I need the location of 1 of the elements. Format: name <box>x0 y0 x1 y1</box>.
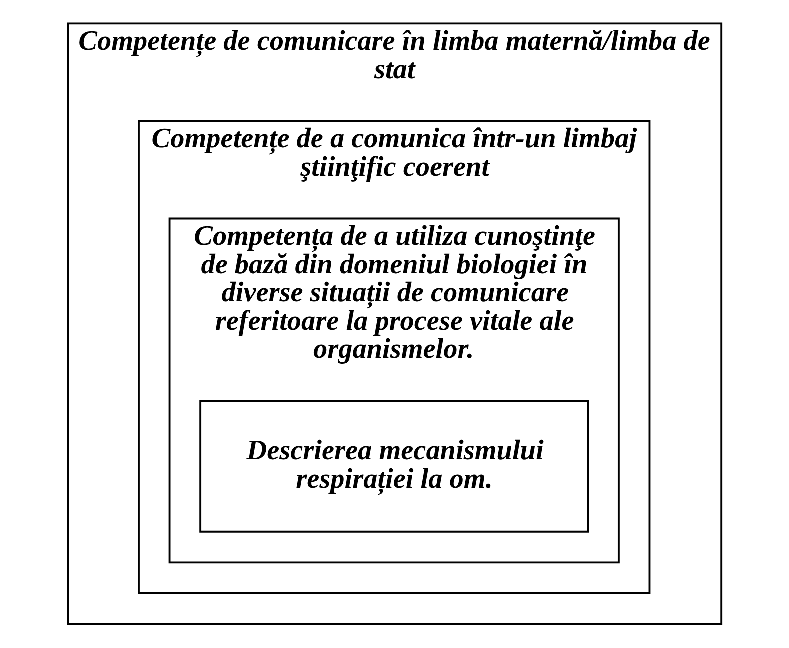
node-box: Descrierea mecanismului respirației la om. <box>199 400 589 533</box>
